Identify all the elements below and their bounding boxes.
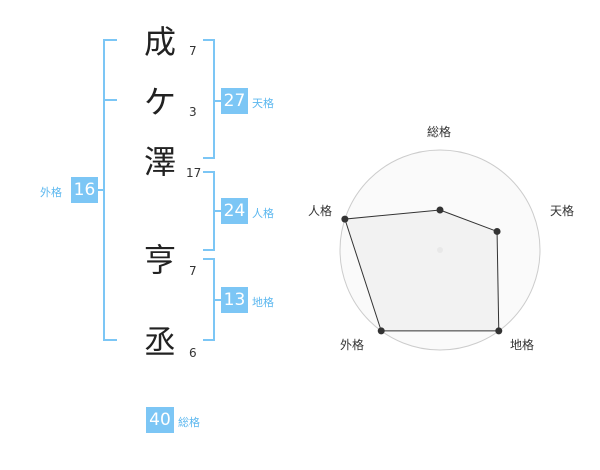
stroke-count-5: 6: [189, 346, 197, 360]
radar-axis-label-jinkaku: 人格: [308, 204, 333, 218]
soukaku-label: 総格: [178, 416, 200, 429]
chikaku-label: 地格: [252, 296, 274, 309]
name-char-2: ケ: [143, 83, 176, 121]
gaikaku-value: 16: [71, 177, 98, 203]
name-char-5: 丞: [143, 323, 176, 361]
radar-point-2: [493, 227, 501, 235]
radar-point-1: [436, 206, 444, 214]
radar-axis-label-soukaku: 総格: [427, 125, 452, 139]
radar-area: [344, 209, 500, 332]
radar-point-3: [495, 327, 503, 335]
radar-axis-label-chikaku: 地格: [510, 338, 535, 352]
soukaku-value: 40: [146, 407, 174, 433]
gaikaku-label: 外格: [40, 186, 62, 199]
radar-point-4: [377, 327, 385, 335]
chikaku-value: 13: [221, 287, 248, 313]
stroke-count-3: 17: [186, 166, 202, 180]
jinkaku-value: 24: [221, 198, 248, 224]
jinkaku-label: 人格: [252, 207, 274, 220]
stroke-count-2: 3: [189, 105, 197, 119]
tenkaku-value: 27: [221, 88, 248, 114]
stroke-count-4: 7: [189, 264, 197, 278]
radar-point-5: [341, 215, 349, 223]
name-char-4: 亨: [143, 241, 176, 279]
name-char-1: 成: [143, 23, 176, 61]
radar-axis-label-gaikaku: 外格: [340, 338, 365, 352]
tenkaku-bracket: [203, 39, 215, 159]
stroke-count-1: 7: [189, 44, 197, 58]
radar-axis-label-tenkaku: 天格: [550, 204, 575, 218]
tenkaku-label: 天格: [252, 97, 274, 110]
name-char-3: 澤: [143, 143, 176, 181]
